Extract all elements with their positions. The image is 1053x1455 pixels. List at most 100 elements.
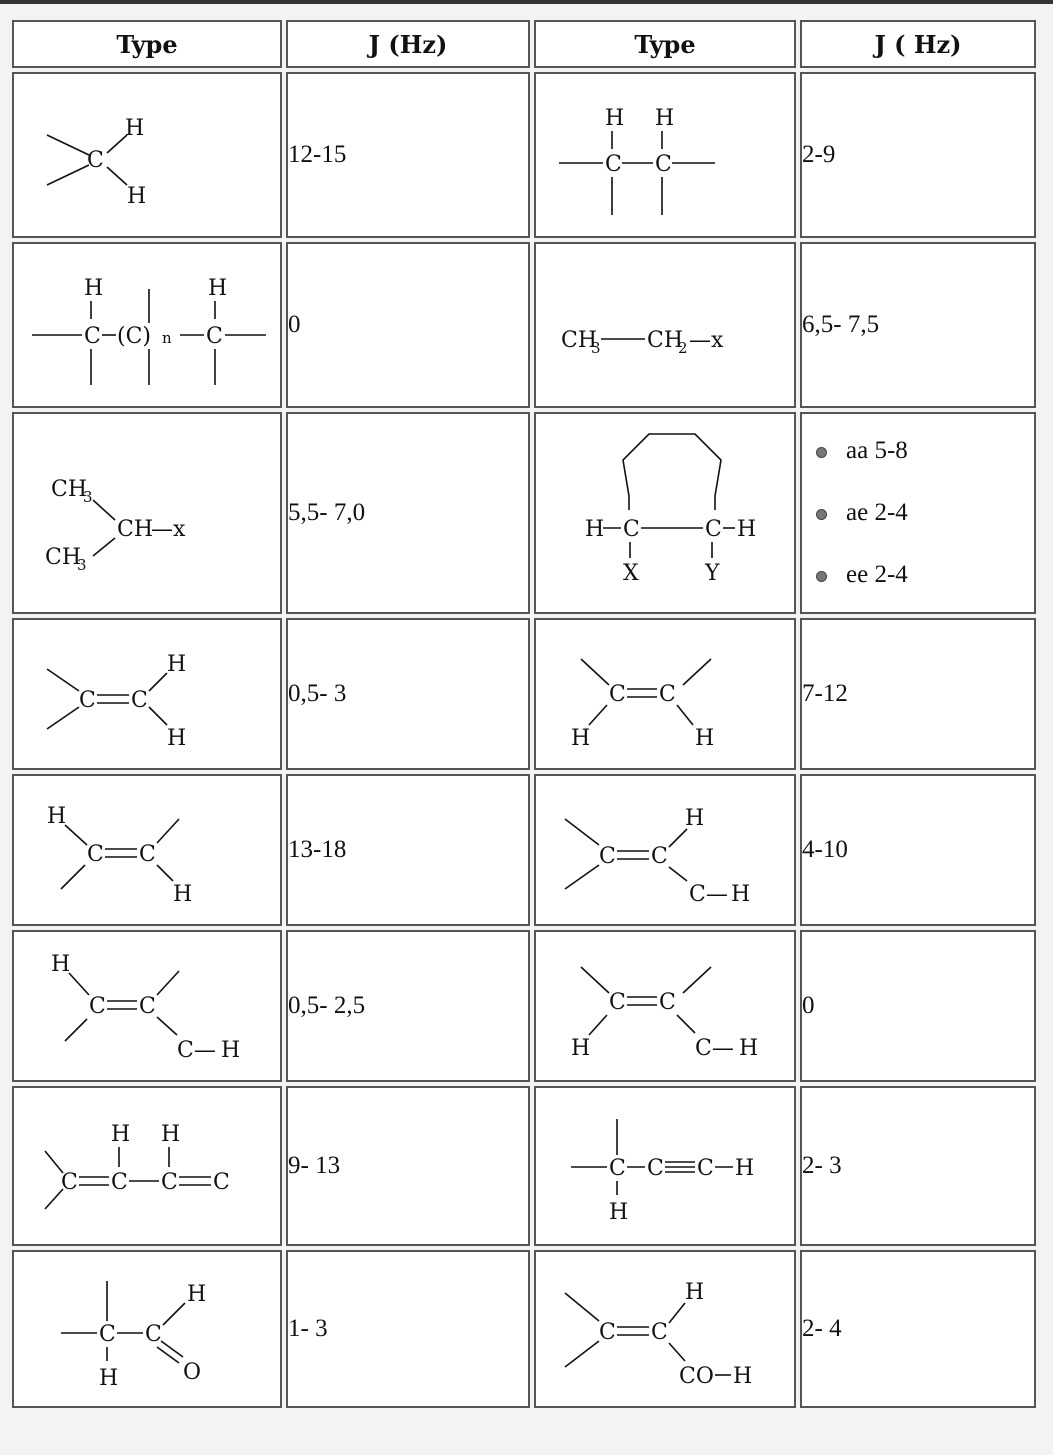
bond-line — [156, 970, 180, 996]
structure-geminal-vinyl: C C H H — [12, 618, 282, 770]
bond-line — [564, 818, 600, 846]
atom-y: Y — [704, 561, 720, 586]
structure-drawing: H H C C C C — [44, 1122, 230, 1210]
j-value: 13-18 — [286, 774, 530, 926]
j-value: 2- 4 — [800, 1250, 1036, 1408]
bond-line — [46, 164, 90, 186]
structure-vicinal-hc-ch: H H C C — [534, 72, 796, 238]
bond-line — [588, 1014, 608, 1036]
structure-drawing: H H C C — [559, 106, 715, 215]
j-value: 2-9 — [800, 72, 1036, 238]
atom-c-h: C— — [695, 1036, 734, 1061]
table-row: H C C C— H 0,5- 2,5 C C — [12, 930, 1036, 1082]
list-item: ae 2-4 — [816, 482, 1034, 544]
j-value-list-cell: aa 5-8 ae 2-4 ee 2-4 — [800, 412, 1036, 614]
bond-line — [564, 1340, 600, 1368]
bond-line — [44, 1188, 64, 1210]
atom-h: H — [739, 1036, 758, 1061]
atom-h: H — [51, 952, 70, 977]
structure-drawing: H C C C— H — [51, 952, 240, 1063]
bond-line — [622, 433, 722, 497]
atom-c: C — [623, 517, 640, 542]
structure-drawing: CH 3 CH —x CH 3 — [45, 477, 186, 574]
atom-ch2: CH — [647, 328, 683, 353]
atom-h: H — [208, 276, 227, 301]
conformer-list: aa 5-8 ae 2-4 ee 2-4 — [802, 420, 1034, 606]
atom-h: H — [685, 1280, 704, 1305]
atom-ch3: CH — [45, 545, 81, 570]
structure-drawing: C H H — [46, 116, 146, 209]
atom-c-h: C— — [177, 1038, 216, 1063]
bullet-icon — [816, 571, 827, 582]
header-type-left: Type — [12, 20, 282, 68]
atom-h: H — [99, 1366, 118, 1391]
atom-c: C — [161, 1170, 178, 1195]
structure-drawing: C C H O H — [61, 1281, 206, 1391]
structure-drawing: C C H C— H — [564, 806, 750, 907]
atom-c: C — [79, 688, 96, 713]
j-value: 2- 3 — [800, 1086, 1036, 1246]
atom-h: H — [167, 726, 186, 751]
atom-c: C — [655, 152, 672, 177]
bond-line — [564, 864, 600, 890]
atom-c: C — [139, 994, 156, 1019]
atom-h: H — [655, 106, 674, 131]
atom-h: H — [731, 882, 750, 907]
atom-co-h: CO — [679, 1364, 714, 1389]
bond-line — [682, 658, 712, 686]
atom-o: O — [183, 1360, 201, 1385]
bond-line — [580, 658, 610, 686]
atom-c-h: C— — [689, 882, 728, 907]
atom-c: C — [131, 688, 148, 713]
atom-cn-group: (C) — [117, 324, 151, 349]
atom-c: C — [609, 1156, 626, 1181]
j-value: 0 — [800, 930, 1036, 1082]
structure-ethyl-x: CH 3 CH 2 —x — [534, 242, 796, 408]
table-row: H C C H 13-18 C C — [12, 774, 1036, 926]
bullet-icon — [816, 509, 827, 520]
bond-line — [106, 134, 128, 154]
bond-line — [46, 706, 80, 730]
bullet-icon — [816, 447, 827, 458]
atom-h: H — [173, 882, 192, 907]
atom-ch: CH — [117, 517, 153, 542]
atom-c: C — [87, 842, 104, 867]
atom-h: H — [735, 1156, 754, 1181]
bond-line — [60, 864, 86, 890]
bond-line — [668, 828, 688, 848]
bond-line — [682, 966, 712, 994]
bond-line — [162, 1302, 186, 1326]
header-row: Type J (Hz) Type J ( Hz) — [12, 20, 1036, 68]
bond-line — [156, 1346, 180, 1364]
atom-c: C — [87, 148, 104, 173]
j-value: 1- 3 — [286, 1250, 530, 1408]
bond-line — [92, 499, 116, 521]
table-row: H H C C C C 9- 13 C — [12, 1086, 1036, 1246]
atom-c: C — [651, 844, 668, 869]
table-row: C C H O H 1- 3 C C — [12, 1250, 1036, 1408]
structure-vinyl-allylic-h-cis: C C H C— H — [534, 930, 796, 1082]
bond-line — [668, 866, 688, 882]
atom-c: C — [139, 842, 156, 867]
subscript-3: 3 — [83, 488, 93, 506]
atom-h: H — [47, 804, 66, 829]
bond-line — [46, 134, 90, 156]
atom-h: H — [167, 652, 186, 677]
atom-ch3: CH — [561, 328, 597, 353]
bond-line — [156, 818, 180, 844]
atom-c: C — [599, 844, 616, 869]
table-row: C H H 12-15 H H C C — [12, 72, 1036, 238]
atom-h: H — [571, 1036, 590, 1061]
atom-h: H — [585, 517, 604, 542]
table-row: CH 3 CH —x CH 3 5,5- 7,0 H C — [12, 412, 1036, 614]
header-j-right: J ( Hz) — [800, 20, 1036, 68]
structure-aldehyde-alpha: C C H O H — [12, 1250, 282, 1408]
structure-geminal-ch2: C H H — [12, 72, 282, 238]
atom-c: C — [697, 1156, 714, 1181]
atom-h: H — [161, 1122, 180, 1147]
bond-line — [564, 1292, 600, 1322]
atom-h: H — [733, 1364, 752, 1389]
subscript-3: 3 — [591, 339, 601, 357]
structure-isopropyl-x: CH 3 CH —x CH 3 — [12, 412, 282, 614]
atom-c: C — [61, 1170, 78, 1195]
